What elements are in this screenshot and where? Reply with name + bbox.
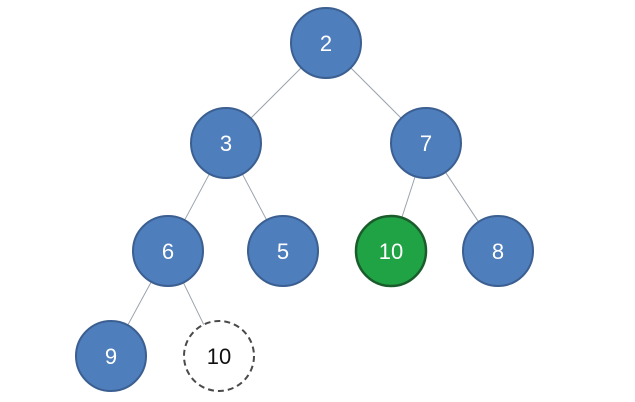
- node-label: 10: [207, 344, 231, 369]
- tree-node-node-10: 10: [354, 214, 428, 288]
- node-circle: [247, 215, 319, 287]
- edge-node-6-to-node-10-ghost: [181, 280, 206, 327]
- tree-node-node-6: 6: [132, 215, 204, 287]
- edge-node-3-to-node-6: [183, 171, 211, 223]
- tree-node-node-8: 8: [462, 215, 534, 287]
- edge-root-2-to-node-3: [248, 65, 304, 121]
- tree-node-node-5: 5: [247, 215, 319, 287]
- node-circle: [462, 215, 534, 287]
- tree-node-node-9: 9: [75, 320, 147, 392]
- edge-node-7-to-node-10: [400, 174, 417, 220]
- node-label: 6: [162, 239, 174, 264]
- tree-node-node-3: 3: [190, 107, 262, 179]
- edge-layer: [126, 65, 481, 328]
- edge-node-6-to-node-9: [126, 279, 153, 328]
- node-circle: [390, 107, 462, 179]
- node-layer: 2 3 7 6 5 10 8 9 10: [75, 7, 534, 392]
- node-label: 8: [492, 239, 504, 264]
- node-circle: [183, 320, 255, 392]
- node-label: 10: [379, 239, 403, 264]
- edge-node-3-to-node-5: [240, 171, 269, 223]
- node-label: 9: [105, 344, 117, 369]
- node-circle: [190, 107, 262, 179]
- tree-node-node-10-ghost: 10: [183, 320, 255, 392]
- node-label: 7: [420, 131, 432, 156]
- node-circle: [354, 214, 428, 288]
- edge-root-2-to-node-7: [348, 65, 404, 121]
- node-label: 5: [277, 239, 289, 264]
- node-circle: [290, 7, 362, 79]
- edge-node-7-to-node-8: [443, 170, 481, 224]
- tree-node-root-2: 2: [290, 7, 362, 79]
- node-label: 2: [320, 31, 332, 56]
- node-label: 3: [220, 131, 232, 156]
- node-circle: [75, 320, 147, 392]
- node-circle: [132, 215, 204, 287]
- tree-node-node-7: 7: [390, 107, 462, 179]
